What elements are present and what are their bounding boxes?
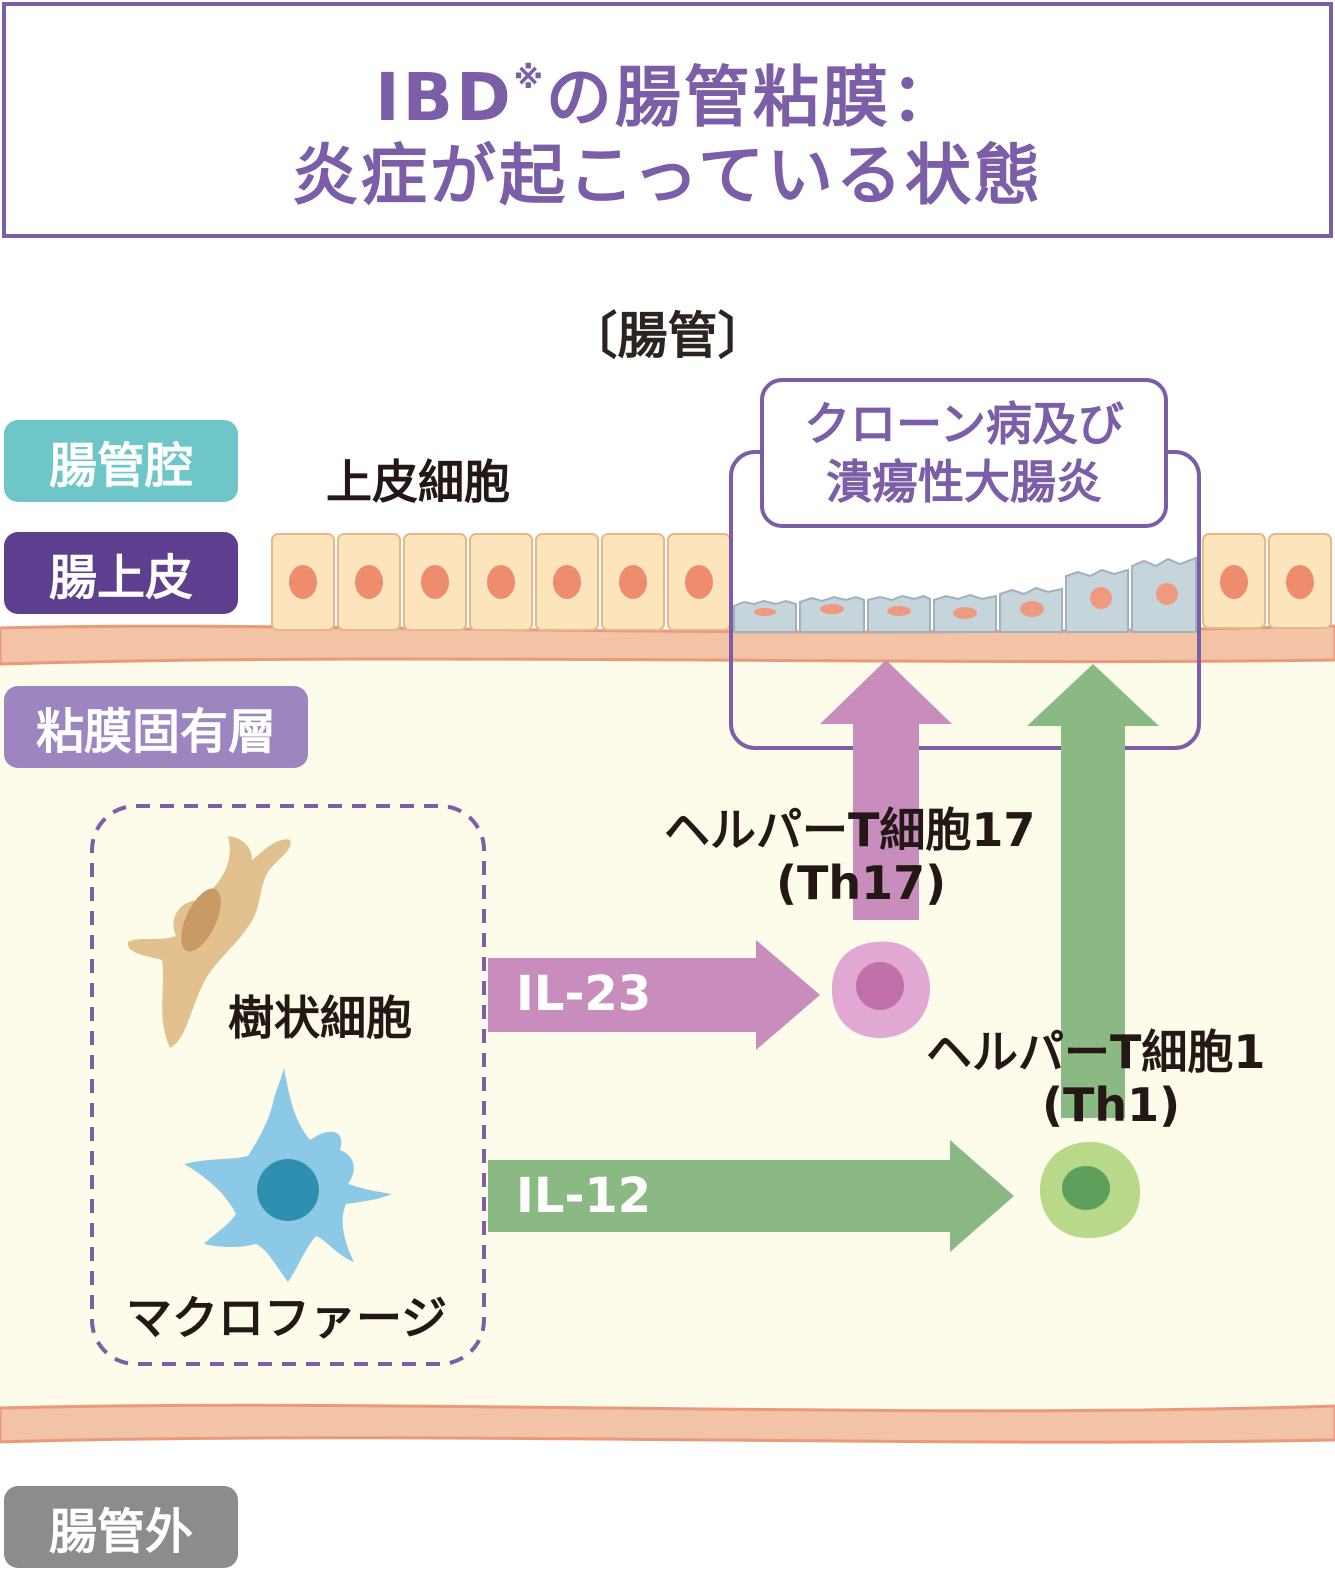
antigen-presenting-cells-group: [90, 804, 486, 1366]
epithelial-cell: [337, 533, 401, 631]
damaged-cell: [999, 586, 1063, 633]
th17-label: ヘルパーT細胞17: [664, 803, 1036, 857]
damaged-cell: [733, 599, 797, 633]
title-line1-rest: の腸管粘膜：: [545, 59, 960, 136]
th1-abbrev-label: (Th1): [1042, 1078, 1181, 1132]
epithelial-cell: [1268, 533, 1332, 629]
outside-intestine-badge: 腸管外: [4, 1486, 238, 1568]
footnote-mark: ※: [513, 61, 546, 96]
il12-label: IL-12: [516, 1168, 652, 1224]
dendritic-cell-label: 樹状細胞: [228, 991, 412, 1045]
epithelial-cell: [535, 533, 599, 631]
th17-to-epithelium-arrow: [820, 660, 952, 920]
macrophage-label: マクロファージ: [126, 1291, 448, 1345]
lamina-propria-badge: 粘膜固有層: [4, 686, 308, 768]
epithelial-cells-right: [1202, 533, 1332, 629]
epithelial-cell: [667, 533, 731, 631]
damaged-cell: [867, 594, 931, 633]
damaged-cell: [1065, 568, 1129, 633]
epithelial-cell: [1202, 533, 1266, 629]
th1-to-epithelium-arrow: [1027, 664, 1159, 1118]
disease-label: クローン病及び 潰瘍性大腸炎: [804, 395, 1124, 511]
disease-label-line-1: クローン病及び: [804, 397, 1124, 451]
basement-band-bottom: [0, 1403, 1335, 1444]
il12-arrow: [488, 1140, 1014, 1252]
lumen-badge: 腸管腔: [4, 420, 238, 502]
damaged-cell: [1131, 556, 1197, 633]
macrophage: [184, 1068, 392, 1282]
dendritic-cell: [127, 836, 291, 1048]
disease-label-line-2: 潰瘍性大腸炎: [825, 455, 1102, 509]
damaged-cell: [933, 593, 997, 633]
il23-label: IL-23: [516, 966, 652, 1022]
epithelial-cells-label: 上皮細胞: [326, 455, 510, 509]
epithelium-badge: 腸上皮: [4, 532, 238, 614]
il23-arrow: [488, 940, 820, 1050]
epithelial-cell: [469, 533, 533, 631]
epithelial-cell: [271, 533, 335, 631]
th17-cell: [832, 941, 930, 1038]
title-line-1: IBD※の腸管粘膜：: [6, 44, 1329, 140]
damaged-cell: [799, 595, 865, 633]
title-ibd: IBD: [375, 59, 514, 136]
th17-abbrev-label: (Th17): [776, 856, 947, 910]
epithelial-cells-left: [271, 533, 731, 631]
th1-label: ヘルパーT細胞1: [926, 1025, 1266, 1079]
th1-cell: [1040, 1141, 1140, 1238]
intestine-section-label: 〔腸管〕: [567, 307, 768, 365]
title-box: IBD※の腸管粘膜： 炎症が起こっている状態: [2, 2, 1333, 238]
epithelial-cell: [601, 533, 665, 631]
disease-label-box: クローン病及び 潰瘍性大腸炎: [760, 378, 1168, 528]
inflamed-epithelium: [733, 556, 1197, 633]
epithelial-cell: [403, 533, 467, 631]
title-line-2: 炎症が起こっている状態: [291, 137, 1044, 214]
